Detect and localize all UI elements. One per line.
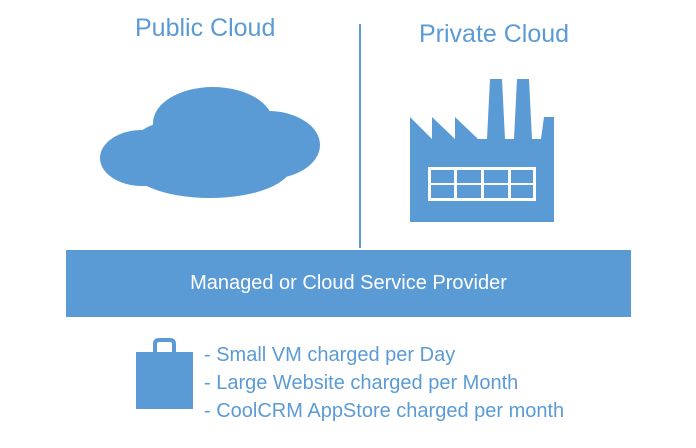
factory-windows	[428, 167, 536, 201]
billing-item: - Small VM charged per Day	[204, 344, 456, 366]
public-cloud-title: Public Cloud	[135, 14, 276, 42]
private-cloud-title: Private Cloud	[419, 20, 570, 48]
billing-list: - Small VM charged per Day - Large Websi…	[204, 341, 564, 425]
section-divider	[359, 24, 361, 248]
service-provider-label: Managed or Cloud Service Provider	[190, 272, 507, 294]
billing-item: - CoolCRM AppStore charged per month	[204, 400, 565, 422]
shopping-bag-icon	[136, 338, 193, 409]
factory-icon	[410, 79, 554, 222]
service-provider-bar: Managed or Cloud Service Provider	[66, 250, 631, 317]
billing-item: - Large Website charged per Month	[204, 372, 519, 394]
cloud-icon	[100, 87, 320, 198]
